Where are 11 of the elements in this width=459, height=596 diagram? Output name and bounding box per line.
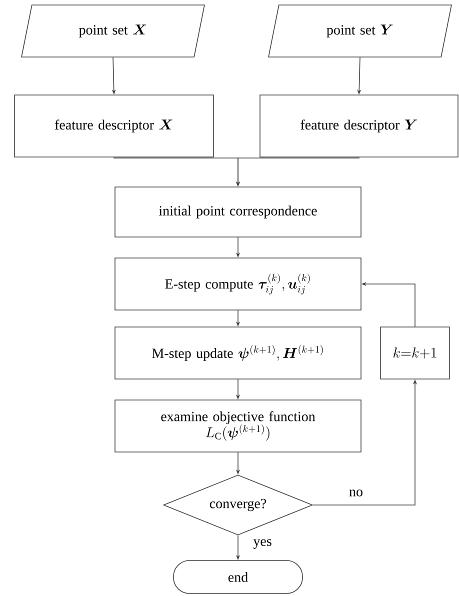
edge-label: no <box>348 488 364 498</box>
edge-label: yes <box>252 538 273 550</box>
process-box: M-step update $\boldsymbol{\psi}^{(k+1)}, \boldsymbol{H}^{(k+1)}$ <box>114 326 362 380</box>
process-box: initial point correspondence <box>114 186 362 238</box>
process-box: feature descriptor $\boldsymbol{X}$ <box>14 94 214 158</box>
input-parallelogram: point set $\boldsymbol{Y}$ <box>268 4 452 58</box>
process-box: E-step compute $\boldsymbol{\tau}_{ij}^{(k)}, \boldsymbol{u}_{ij}^{(k)}$ <box>114 258 362 310</box>
process-box: $k{=}k{+}1$ <box>380 326 450 380</box>
process-box: examine objective function $L_{\mathrm{C}}(\boldsymbol{\psi}^{(k+1)})$ <box>114 400 362 452</box>
input-parallelogram: point set $\boldsymbol{X}$ <box>21 4 205 58</box>
process-box: feature descriptor $\boldsymbol{Y}$ <box>260 94 458 158</box>
